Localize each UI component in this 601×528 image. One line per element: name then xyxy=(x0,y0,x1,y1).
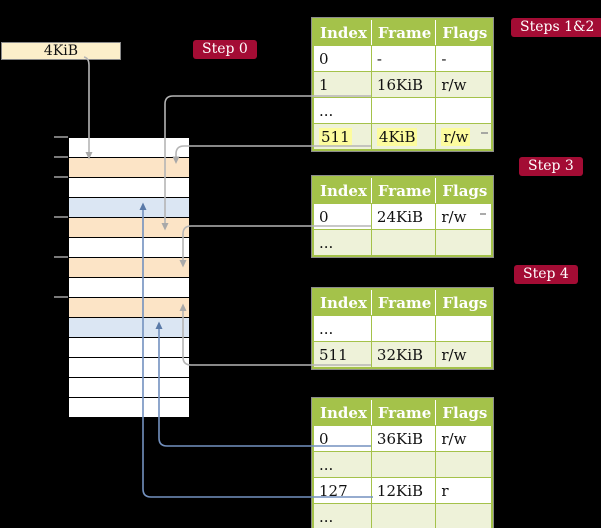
physical-memory-column xyxy=(68,137,190,418)
column-header-flags: Flags xyxy=(435,289,493,316)
table-cell: r/w xyxy=(435,203,493,230)
table-cell: r/w xyxy=(435,341,493,369)
table-cell: 127 xyxy=(312,477,372,504)
column-header-index: Index xyxy=(313,19,372,46)
table-cell xyxy=(435,229,493,257)
page-table-steps-1-2-row-2: ... xyxy=(312,97,493,124)
memory-frame-row-5 xyxy=(69,238,189,258)
page-table-step-4-row-0: ... xyxy=(312,315,493,342)
column-header-frame: Frame xyxy=(371,19,437,46)
table-cell: ... xyxy=(312,451,372,478)
column-header-frame: Frame xyxy=(371,289,437,316)
table-cell: 24KiB xyxy=(370,203,437,230)
table-cell: ... xyxy=(312,315,372,342)
column-header-flags: Flags xyxy=(435,177,493,204)
table-cell: 36KiB xyxy=(370,425,437,452)
column-header-flags: Flags xyxy=(435,399,493,426)
table-cell xyxy=(435,451,493,478)
table-cell: 511 xyxy=(312,341,372,369)
memory-frame-row-7 xyxy=(69,278,189,298)
page-size-label-box: 4KiB xyxy=(1,42,121,60)
memory-frame-row-12 xyxy=(69,378,189,398)
table-cell xyxy=(435,503,493,528)
highlighted-value: r/w xyxy=(441,127,471,146)
column-header-index: Index xyxy=(313,177,372,204)
table-cell: ... xyxy=(312,503,372,528)
memory-frame-row-10 xyxy=(69,338,189,358)
memory-frame-row-11 xyxy=(69,358,189,378)
memory-frame-row-4 xyxy=(69,218,189,238)
page-table-final-row-3: ... xyxy=(312,503,493,528)
table-cell: ... xyxy=(312,229,372,257)
table-cell: 12KiB xyxy=(370,477,437,504)
page-table-step-3-row-1: ... xyxy=(312,229,493,257)
memory-frame-row-2 xyxy=(69,178,189,198)
memory-tick-5 xyxy=(54,296,68,298)
table-cell: 4KiB xyxy=(370,123,437,151)
memory-frame-row-0 xyxy=(69,138,189,158)
column-header-frame: Frame xyxy=(371,177,437,204)
table-cell xyxy=(370,229,437,257)
memory-frame-row-8 xyxy=(69,298,189,318)
table-cell: 16KiB xyxy=(370,71,437,98)
memory-tick-0 xyxy=(54,136,68,138)
memory-tick-2 xyxy=(54,176,68,178)
table-cell xyxy=(370,97,437,124)
table-cell: r/w xyxy=(435,123,493,151)
table-cell: ... xyxy=(312,97,372,124)
column-header-index: Index xyxy=(313,399,372,426)
page-table-steps-1-2-row-0: 0-- xyxy=(312,45,493,72)
page-table-steps-1-2-row-3: 511 4KiB r/w xyxy=(312,123,493,151)
table-cell xyxy=(370,315,437,342)
badge-step-4: Step 4 xyxy=(514,265,578,284)
table-cell: 1 xyxy=(312,71,372,98)
memory-frame-row-13 xyxy=(69,398,189,417)
memory-frame-row-9 xyxy=(69,318,189,338)
page-table-final-row-1: ... xyxy=(312,451,493,478)
table-cell: 0 xyxy=(312,425,372,452)
table-cell xyxy=(435,97,493,124)
badge-steps-1-2: Steps 1&2 xyxy=(511,18,601,37)
table-cell: r/w xyxy=(435,71,493,98)
memory-tick-3 xyxy=(54,216,68,218)
table-cell: 0 xyxy=(312,45,372,72)
memory-tick-1 xyxy=(54,156,68,158)
highlighted-value: 4KiB xyxy=(376,127,418,146)
table-cell: r xyxy=(435,477,493,504)
column-header-frame: Frame xyxy=(371,399,437,426)
table-cell: - xyxy=(435,45,493,72)
table-cell: r/w xyxy=(435,425,493,452)
memory-tick-4 xyxy=(54,256,68,258)
column-header-index: Index xyxy=(313,289,372,316)
table-cell: 511 xyxy=(312,123,372,151)
table-cell xyxy=(435,315,493,342)
badge-step-0: Step 0 xyxy=(193,40,257,59)
table-cell: 0 xyxy=(312,203,372,230)
column-header-flags: Flags xyxy=(435,19,493,46)
memory-frame-row-3 xyxy=(69,198,189,218)
memory-frame-row-6 xyxy=(69,258,189,278)
highlighted-value: 511 xyxy=(319,127,352,146)
table-cell: 32KiB xyxy=(370,341,437,369)
badge-step-3: Step 3 xyxy=(519,157,583,176)
table-cell xyxy=(370,451,437,478)
table-cell xyxy=(370,503,437,528)
table-cell: - xyxy=(370,45,437,72)
memory-frame-row-1 xyxy=(69,158,189,178)
